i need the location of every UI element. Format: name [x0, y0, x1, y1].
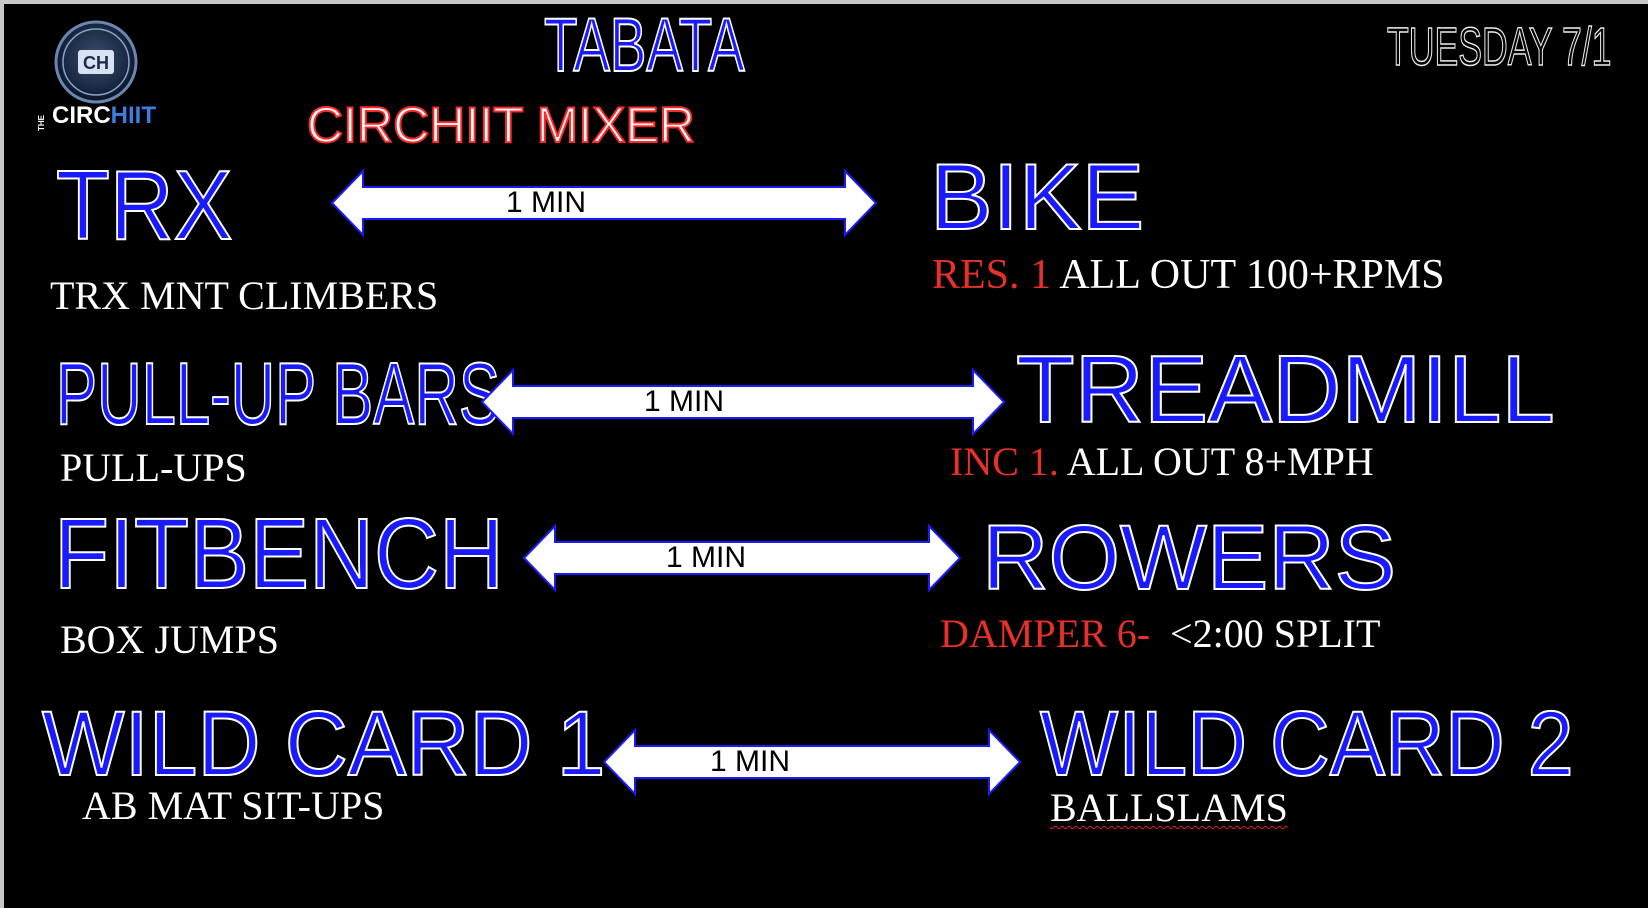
duration-arrow-3: 1 MIN: [522, 522, 962, 594]
date-text: TUESDAY 7/1: [1387, 17, 1612, 77]
logo-hiit-text: HIIT: [110, 102, 156, 129]
duration-label: 1 MIN: [644, 385, 725, 418]
station-exercise-rowers: DAMPER 6- <2:00 SPLIT: [940, 611, 1381, 656]
logo-badge-text: CH: [83, 53, 109, 73]
station-setting-rowers: DAMPER 6-: [940, 611, 1151, 656]
station-exercise-wild-card-2: BALLSLAMS: [1050, 785, 1288, 830]
station-exercise-fitbench: BOX JUMPS: [60, 617, 279, 662]
station-name-pullup-bars: PULL-UP BARS: [55, 344, 500, 443]
double-arrow-icon: [522, 523, 962, 593]
slide: CH THE CIRCHIIT TABATA CIRCHIIT MIXER TUE…: [4, 4, 1648, 908]
duration-arrow-1: 1 MIN: [330, 167, 878, 239]
duration-label: 1 MIN: [666, 541, 747, 574]
duration-label: 1 MIN: [506, 186, 587, 219]
station-name-fitbench: FITBENCH: [53, 498, 505, 610]
double-arrow-icon: [602, 727, 1022, 797]
station-name-wild-card-1: WILD CARD 1: [41, 693, 606, 795]
station-name-treadmill: TREADMILL: [1015, 336, 1556, 443]
station-exercise-trx: TRX MNT CLIMBERS: [50, 273, 439, 318]
duration-label: 1 MIN: [710, 745, 791, 778]
page-subtitle: CIRCHIIT MIXER: [306, 97, 696, 153]
station-exercise-pullup-bars: PULL-UPS: [60, 445, 247, 490]
page-title: TABATA: [543, 4, 823, 88]
page-title-text: TABATA: [543, 4, 745, 88]
station-setting-bike: RES. 1: [932, 252, 1052, 298]
station-setting-treadmill: INC 1.: [950, 439, 1059, 484]
double-arrow-icon: [330, 168, 878, 238]
station-exercise-wild-card-1: AB MAT SIT-UPS: [82, 783, 385, 828]
duration-arrow-2: 1 MIN: [480, 366, 1006, 438]
station-name-bike: BIKE: [929, 144, 1145, 249]
circhiit-logo: CH THE CIRCHIIT: [34, 16, 174, 136]
logo-the-text: THE: [37, 115, 46, 131]
station-name-rowers: ROWERS: [981, 507, 1397, 609]
station-exercise-bike: RES. 1 ALL OUT 100+RPMS: [932, 252, 1445, 298]
logo-wordmark: THE CIRCHIIT: [36, 102, 156, 132]
logo-circ-text: CIRC: [52, 102, 111, 129]
station-name-trx: TRX: [55, 150, 233, 260]
date-label: TUESDAY 7/1: [1387, 17, 1648, 77]
logo-badge-icon: CH: [54, 20, 138, 104]
double-arrow-icon: [480, 367, 1006, 437]
duration-arrow-4: 1 MIN: [602, 726, 1022, 798]
station-exercise-treadmill: INC 1. ALL OUT 8+MPH: [950, 439, 1374, 484]
station-name-wild-card-2: WILD CARD 2: [1039, 693, 1574, 795]
